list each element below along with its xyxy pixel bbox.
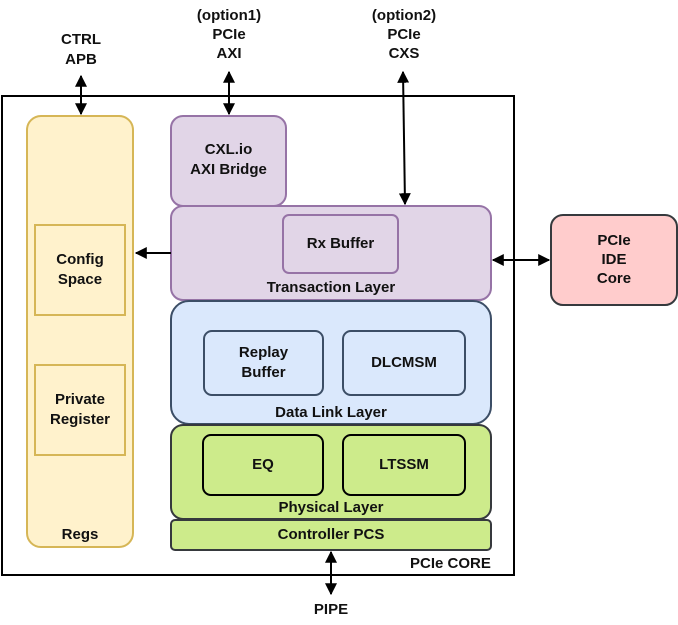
ltssm-label: LTSSM [379,456,429,473]
axi-bridge-label: CXL.io AXI Bridge [171,140,286,180]
physical-layer-label: Physical Layer [278,499,384,516]
ide-core-label: PCIe IDE Core [551,231,677,288]
ide-pcie-text: PCIe [597,232,631,249]
controller-pcs-block [170,519,492,551]
eq-label: EQ [252,456,274,473]
replay-text: Replay [238,344,289,361]
option1-pcie: PCIe [212,26,246,43]
transaction-layer-label: Transaction Layer [266,279,396,296]
rx-buffer-block [282,214,399,274]
ide-core-block [550,214,678,306]
ltssm-block [342,434,466,496]
apb-label: APB [65,51,97,68]
option2-arrow [397,70,411,206]
option1-axi: AXI [216,45,242,62]
dlcmsm-label: DLCMSM [371,354,437,371]
option2-cxs: CXS [388,45,420,62]
buffer-text: Buffer [241,364,286,381]
ide-core-text: Core [596,270,632,287]
option2-pcie: PCIe [387,26,421,43]
cxl-io-text: CXL.io [204,141,253,158]
pipe-label: PIPE [313,601,349,618]
controller-pcs-label: Controller PCS [277,526,385,543]
axi-bridge-text: AXI Bridge [190,161,267,178]
space-text: Space [57,271,103,288]
ide-text: IDE [601,251,627,268]
ctrl-apb-label: CTRL APB [41,30,121,70]
data-link-layer-label: Data Link Layer [275,404,387,421]
private-register-block [34,364,126,456]
option1-label: (option1) PCIe AXI [174,6,284,63]
eq-block [202,434,324,496]
private-register-label: Private Register [35,390,125,430]
config-space-label: Config Space [35,250,125,290]
register-text: Register [49,411,111,428]
pcie-core-label: PCIe CORE [410,555,491,572]
replay-buffer-label: Replay Buffer [204,343,323,383]
option2-label: (option2) PCIe CXS [349,6,459,63]
dlcmsm-block [342,330,466,396]
option1-text: (option1) [196,7,262,24]
regs-block [26,115,134,548]
config-space-block [34,224,126,316]
ctrl-label: CTRL [61,31,101,48]
replay-buffer-block [203,330,324,396]
config-text: Config [56,251,104,268]
rx-buffer-label: Rx Buffer [306,235,375,252]
private-text: Private [54,391,106,408]
option2-text: (option2) [371,7,437,24]
regs-label: Regs [61,526,99,543]
